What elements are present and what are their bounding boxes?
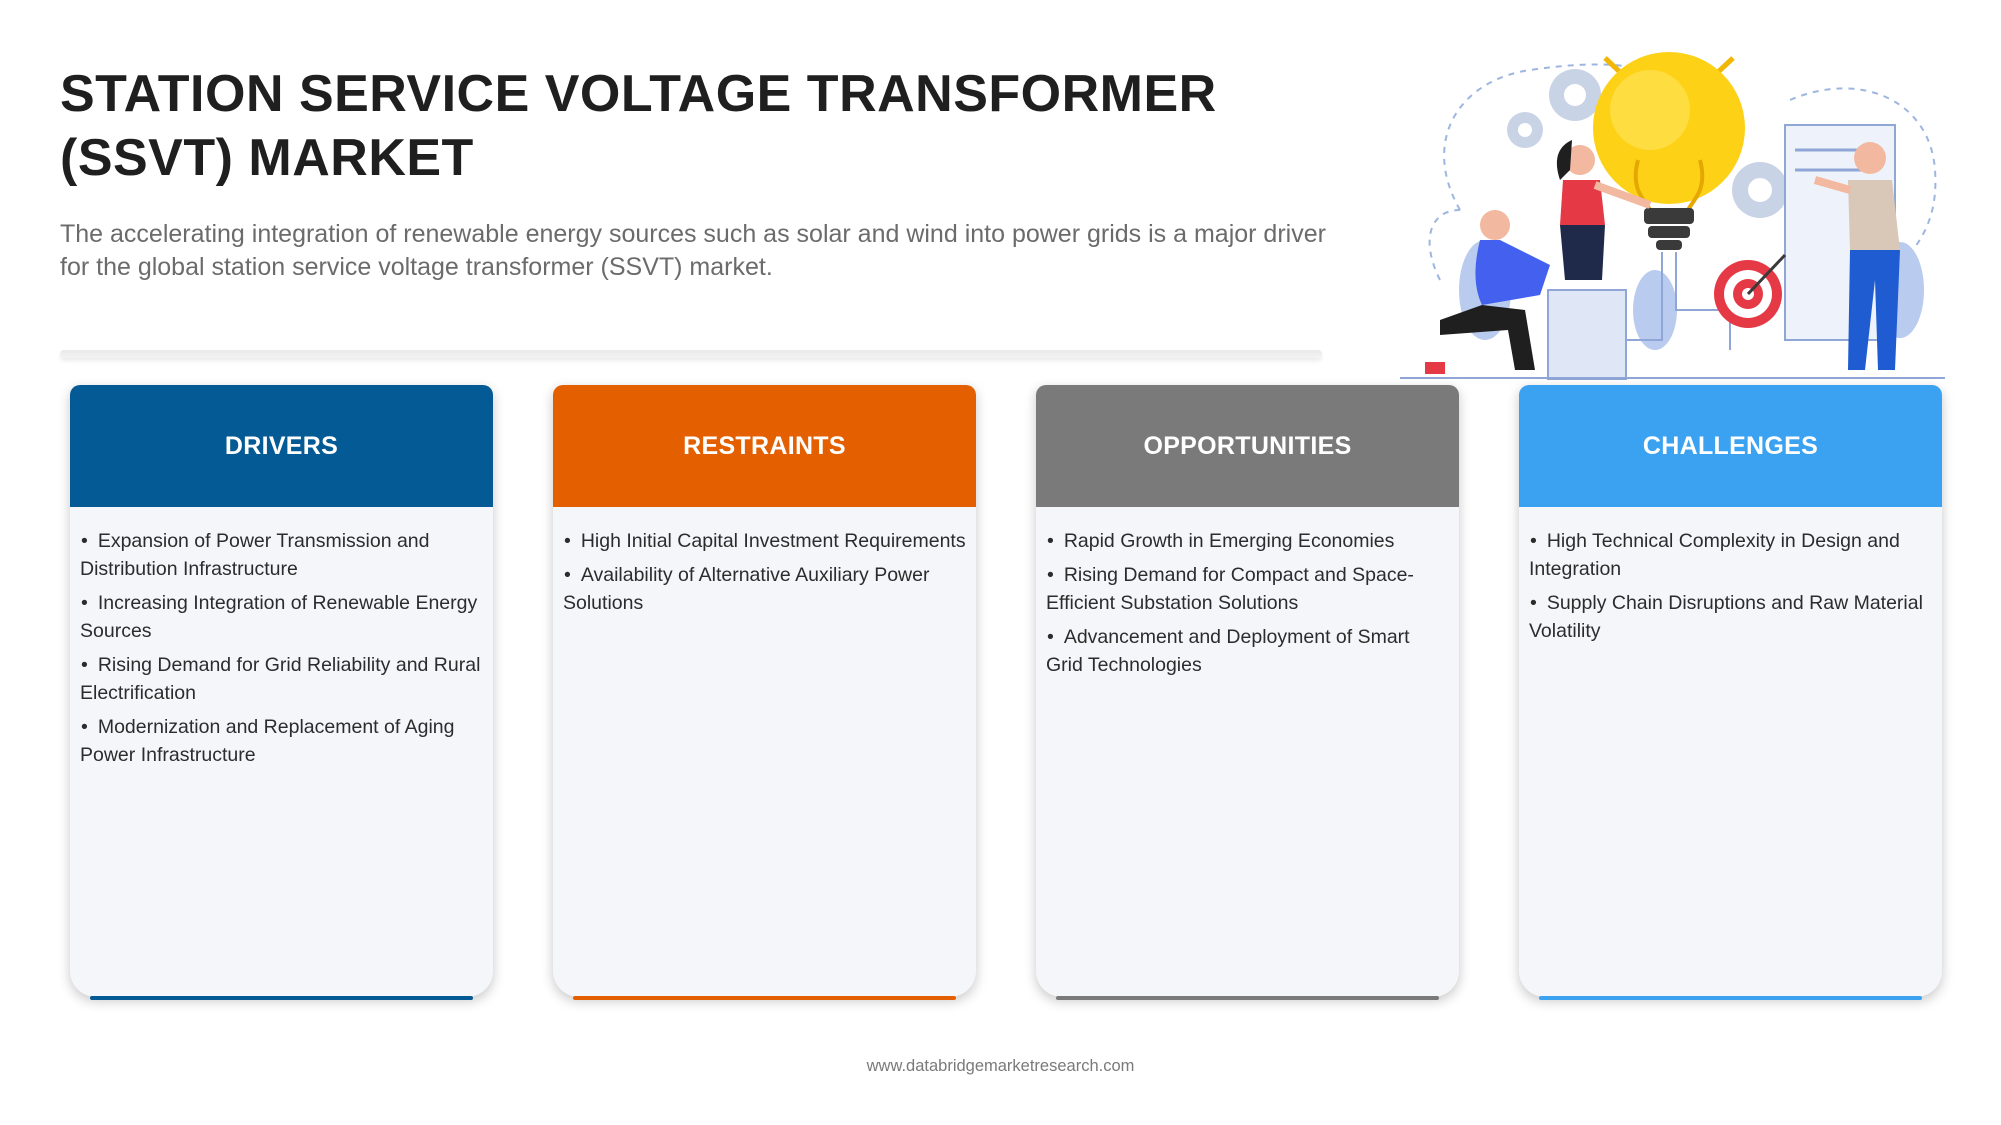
- drivers-header: DRIVERS: [70, 385, 493, 507]
- person-icon: [1556, 140, 1652, 280]
- opportunities-accent: [1056, 996, 1439, 1000]
- person-icon: [1425, 210, 1550, 374]
- page-subtitle: The accelerating integration of renewabl…: [60, 220, 1326, 281]
- list-item: Supply Chain Disruptions and Raw Materia…: [1529, 589, 1932, 645]
- list-item: Rising Demand for Grid Reliability and R…: [80, 651, 483, 707]
- list-item: Increasing Integration of Renewable Ener…: [80, 589, 483, 645]
- opportunities-list: Rapid Growth in Emerging Economies Risin…: [1036, 507, 1459, 679]
- list-item: Rising Demand for Compact and Space-Effi…: [1046, 561, 1449, 617]
- list-item: Modernization and Replacement of Aging P…: [80, 713, 483, 769]
- drivers-accent: [90, 996, 473, 1000]
- restraints-header: RESTRAINTS: [553, 385, 976, 507]
- restraints-card: RESTRAINTS High Initial Capital Investme…: [553, 385, 976, 1000]
- gear-icon: [1507, 69, 1788, 218]
- restraints-list: High Initial Capital Investment Requirem…: [553, 507, 976, 617]
- light-bulb-icon: [1593, 52, 1745, 250]
- opportunities-header: OPPORTUNITIES: [1036, 385, 1459, 507]
- list-item: Availability of Alternative Auxiliary Po…: [563, 561, 966, 617]
- list-item: Expansion of Power Transmission and Dist…: [80, 527, 483, 583]
- opportunities-card: OPPORTUNITIES Rapid Growth in Emerging E…: [1036, 385, 1459, 1000]
- list-item: High Initial Capital Investment Requirem…: [563, 527, 966, 555]
- target-icon: [1714, 253, 1787, 328]
- challenges-card: CHALLENGES High Technical Complexity in …: [1519, 385, 1942, 1000]
- footer-url[interactable]: www.databridgemarketresearch.com: [866, 1057, 1135, 1075]
- header-divider: [60, 350, 1322, 358]
- drivers-card: DRIVERS Expansion of Power Transmission …: [70, 385, 493, 1000]
- challenges-header: CHALLENGES: [1519, 385, 1942, 507]
- person-icon: [1813, 142, 1900, 370]
- restraints-accent: [573, 996, 956, 1000]
- challenges-list: High Technical Complexity in Design and …: [1519, 507, 1942, 645]
- page-title: STATION SERVICE VOLTAGE TRANSFORMER (SSV…: [60, 65, 1217, 187]
- list-item: Rapid Growth in Emerging Economies: [1046, 527, 1449, 555]
- innovation-illustration: [1400, 52, 1945, 380]
- drivers-list: Expansion of Power Transmission and Dist…: [70, 507, 493, 769]
- challenges-accent: [1539, 996, 1922, 1000]
- list-item: High Technical Complexity in Design and …: [1529, 527, 1932, 583]
- list-item: Advancement and Deployment of Smart Grid…: [1046, 623, 1449, 679]
